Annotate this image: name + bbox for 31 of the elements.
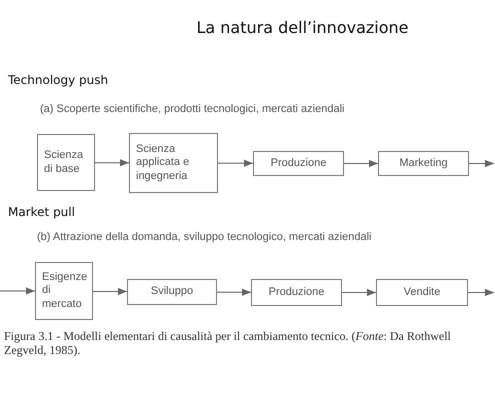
process-box [376,279,468,306]
arrow [468,160,494,168]
box-text: Esigenze di mercato [42,271,86,311]
slide-title: La natura dell’innovazione [195,18,410,37]
arrow [342,288,376,296]
arrow [92,288,128,296]
figure-subtitle: (b) Attrazione della domanda, sviluppo tecnologico, mercati aziendali [37,231,372,243]
section-heading: Technology push [8,73,108,87]
process-box [37,134,95,191]
box-text: Scienza di base [44,149,84,176]
box-text: Scienza applicata e ingegneria [136,143,190,183]
arrow [218,160,254,167]
arrow [216,288,252,296]
arrow [344,160,378,168]
process-box [127,279,217,305]
box-text: Vendite [402,286,442,300]
process-box [251,279,342,306]
section-heading: Market pull [8,205,75,219]
figure-subtitle: (a) Scoperte scientifiche, prodotti tecnologici, mercati aziendali [40,103,344,115]
process-box [129,133,218,193]
process-box [35,262,93,320]
figure-caption: Figura 3.1 - Modelli elementari di causalità per il cambiamento tecnico. (Fonte: Da Rothwell Zegveld, 1985). [4,329,452,358]
box-text: Marketing [398,156,449,170]
arrow [94,159,130,166]
box-text: Sviluppo [150,285,194,299]
arrow [468,288,494,296]
process-box [378,151,469,176]
box-text: Produzione [270,156,328,170]
box-text: Produzione [268,286,326,300]
process-box [253,151,344,176]
arrow [0,287,36,295]
